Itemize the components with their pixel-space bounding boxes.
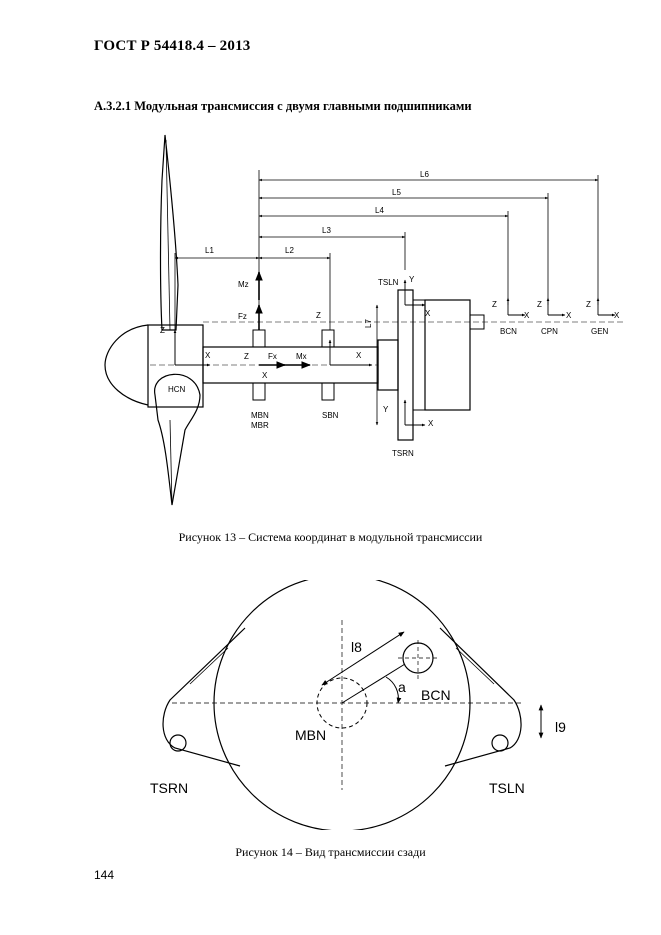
- dim-l4: L4: [375, 206, 384, 215]
- tsrn-label: TSRN: [392, 449, 414, 458]
- hub-nose: [104, 324, 149, 406]
- tsln-hole: [491, 734, 509, 752]
- force-fz: Fz: [238, 312, 247, 321]
- tsrn-hole: [169, 734, 187, 752]
- cpn-axis-x: X: [566, 311, 572, 320]
- angle-a-label: a: [398, 679, 406, 695]
- section-heading: А.3.2.1 Модульная трансмиссия с двумя гл…: [94, 99, 472, 113]
- cpn-label: CPN: [541, 327, 558, 336]
- mbn-label: MBN: [251, 411, 269, 420]
- page-number: 144: [94, 868, 115, 882]
- figure-13-drawing: HCN L6 L5 L4 L3 L2 L1 L7 Z X: [104, 134, 625, 506]
- second-bearing-bottom: [321, 382, 335, 401]
- dim-l5: L5: [392, 188, 401, 197]
- dim-l6: L6: [420, 170, 429, 179]
- mbn-axis-z: Z: [244, 352, 249, 361]
- gearbox-body: [424, 299, 471, 411]
- dim-l3: L3: [322, 226, 331, 235]
- sbn-axis-x: X: [356, 351, 362, 360]
- figure-14-drawing: l8 a BCN MBN l9 TSRN TSLN: [150, 580, 566, 830]
- sbn-axis-z: Z: [316, 311, 321, 320]
- dim-l1: L1: [205, 246, 214, 255]
- hcn-label: HCN: [168, 385, 186, 394]
- moment-mx: Mx: [296, 352, 307, 361]
- tsrn-lug: [162, 627, 246, 767]
- gearbox-housing: [412, 299, 426, 411]
- tsrn-label-rear: TSRN: [150, 780, 188, 796]
- main-bearing-bottom: [252, 382, 266, 401]
- mbr-label: MBR: [251, 421, 269, 430]
- dim-l2: L2: [285, 246, 294, 255]
- hub-axis-x: X: [205, 351, 211, 360]
- l9-label: l9: [555, 719, 566, 735]
- document-header: ГОСТ Р 54418.4 – 2013: [94, 38, 251, 54]
- l8-label: l8: [351, 639, 362, 655]
- blade-upper: [159, 134, 179, 331]
- dim-l7: L7: [364, 319, 373, 328]
- tsln-axis-y: Y: [409, 275, 415, 284]
- sbn-label: SBN: [322, 411, 339, 420]
- tsln-lug: [439, 627, 522, 767]
- tsrn-axis-y: Y: [383, 405, 389, 414]
- bcn-label-rear: BCN: [421, 687, 451, 703]
- force-fx: Fx: [268, 352, 277, 361]
- mbn-circle: [316, 677, 368, 729]
- tsrn-axis-x: X: [428, 419, 434, 428]
- bcn-label: BCN: [500, 327, 517, 336]
- second-bearing-top: [321, 329, 335, 348]
- tsln-axis-x: X: [425, 309, 431, 318]
- mbn-label-rear: MBN: [295, 727, 326, 743]
- hub-axis-z: Z: [160, 326, 165, 335]
- bcn-axis-z: Z: [492, 300, 497, 309]
- figure-14-caption: Рисунок 14 – Вид трансмиссии сзади: [235, 845, 426, 859]
- force-mz: Mz: [238, 280, 249, 289]
- gen-axis-z: Z: [586, 300, 591, 309]
- gen-label: GEN: [591, 327, 609, 336]
- mbn-axis-x: X: [262, 371, 268, 380]
- tsln-label-rear: TSLN: [489, 780, 525, 796]
- blade-lower: [154, 373, 201, 506]
- gen-axis-x: X: [614, 311, 620, 320]
- tsln-label: TSLN: [378, 278, 399, 287]
- bcn-axis-x: X: [524, 311, 530, 320]
- cpn-axis-z: Z: [537, 300, 542, 309]
- main-bearing-top: [252, 329, 266, 348]
- gearbox-flange: [377, 339, 399, 391]
- figure-13-caption: Рисунок 13 – Система координат в модульн…: [178, 530, 483, 544]
- torque-support: [397, 289, 414, 441]
- hub-body: [147, 324, 204, 408]
